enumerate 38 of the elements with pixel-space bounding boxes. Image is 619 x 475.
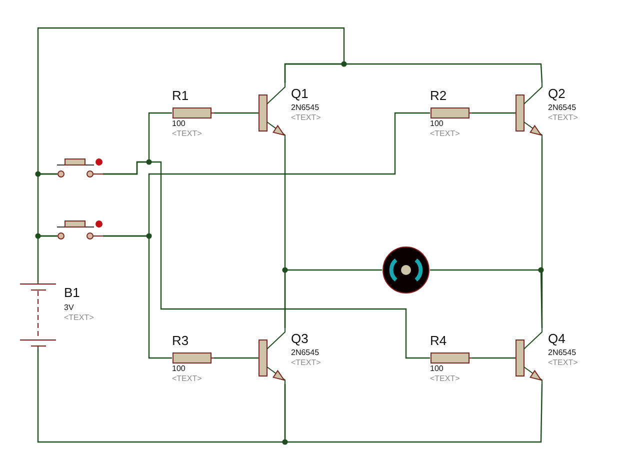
component-label: Q2 <box>548 86 566 102</box>
placeholder-text: <TEXT> <box>430 374 460 384</box>
placeholder-text: <TEXT> <box>172 374 202 384</box>
component-label: Q4 <box>548 331 566 347</box>
component-value: 2N6545 <box>548 348 576 358</box>
wire <box>284 63 543 84</box>
component-label: R4 <box>430 333 447 349</box>
placeholder-text: <TEXT> <box>291 113 321 123</box>
component-label: B1 <box>64 285 80 301</box>
wire <box>103 161 430 359</box>
placeholder-text: <TEXT> <box>291 358 321 368</box>
placeholder-text: <TEXT> <box>548 358 578 368</box>
wire <box>37 27 345 175</box>
component-value: 3V <box>64 303 74 313</box>
wire <box>214 357 258 359</box>
component-value: 2N6545 <box>548 103 576 113</box>
wire <box>214 112 258 114</box>
component-value: 100 <box>430 364 444 374</box>
wire <box>284 269 382 328</box>
component-label: Q3 <box>291 331 308 347</box>
component-label: R2 <box>430 88 447 104</box>
wire <box>103 112 430 237</box>
wire <box>430 269 543 328</box>
component-value: 100 <box>430 119 444 129</box>
placeholder-text: <TEXT> <box>64 313 94 323</box>
component-value: 2N6545 <box>291 103 320 113</box>
placeholder-text: <TEXT> <box>172 129 202 139</box>
component-value: 100 <box>172 119 186 129</box>
wire <box>472 112 515 114</box>
placeholder-text: <TEXT> <box>548 113 578 123</box>
component-label: R3 <box>172 333 189 349</box>
wire <box>284 384 543 443</box>
component-value: 2N6545 <box>291 348 320 358</box>
component-label: R1 <box>172 88 189 104</box>
component-label: Q1 <box>291 86 308 102</box>
wire <box>472 357 515 359</box>
placeholder-text: <TEXT> <box>430 129 460 139</box>
component-value: 100 <box>172 364 186 374</box>
